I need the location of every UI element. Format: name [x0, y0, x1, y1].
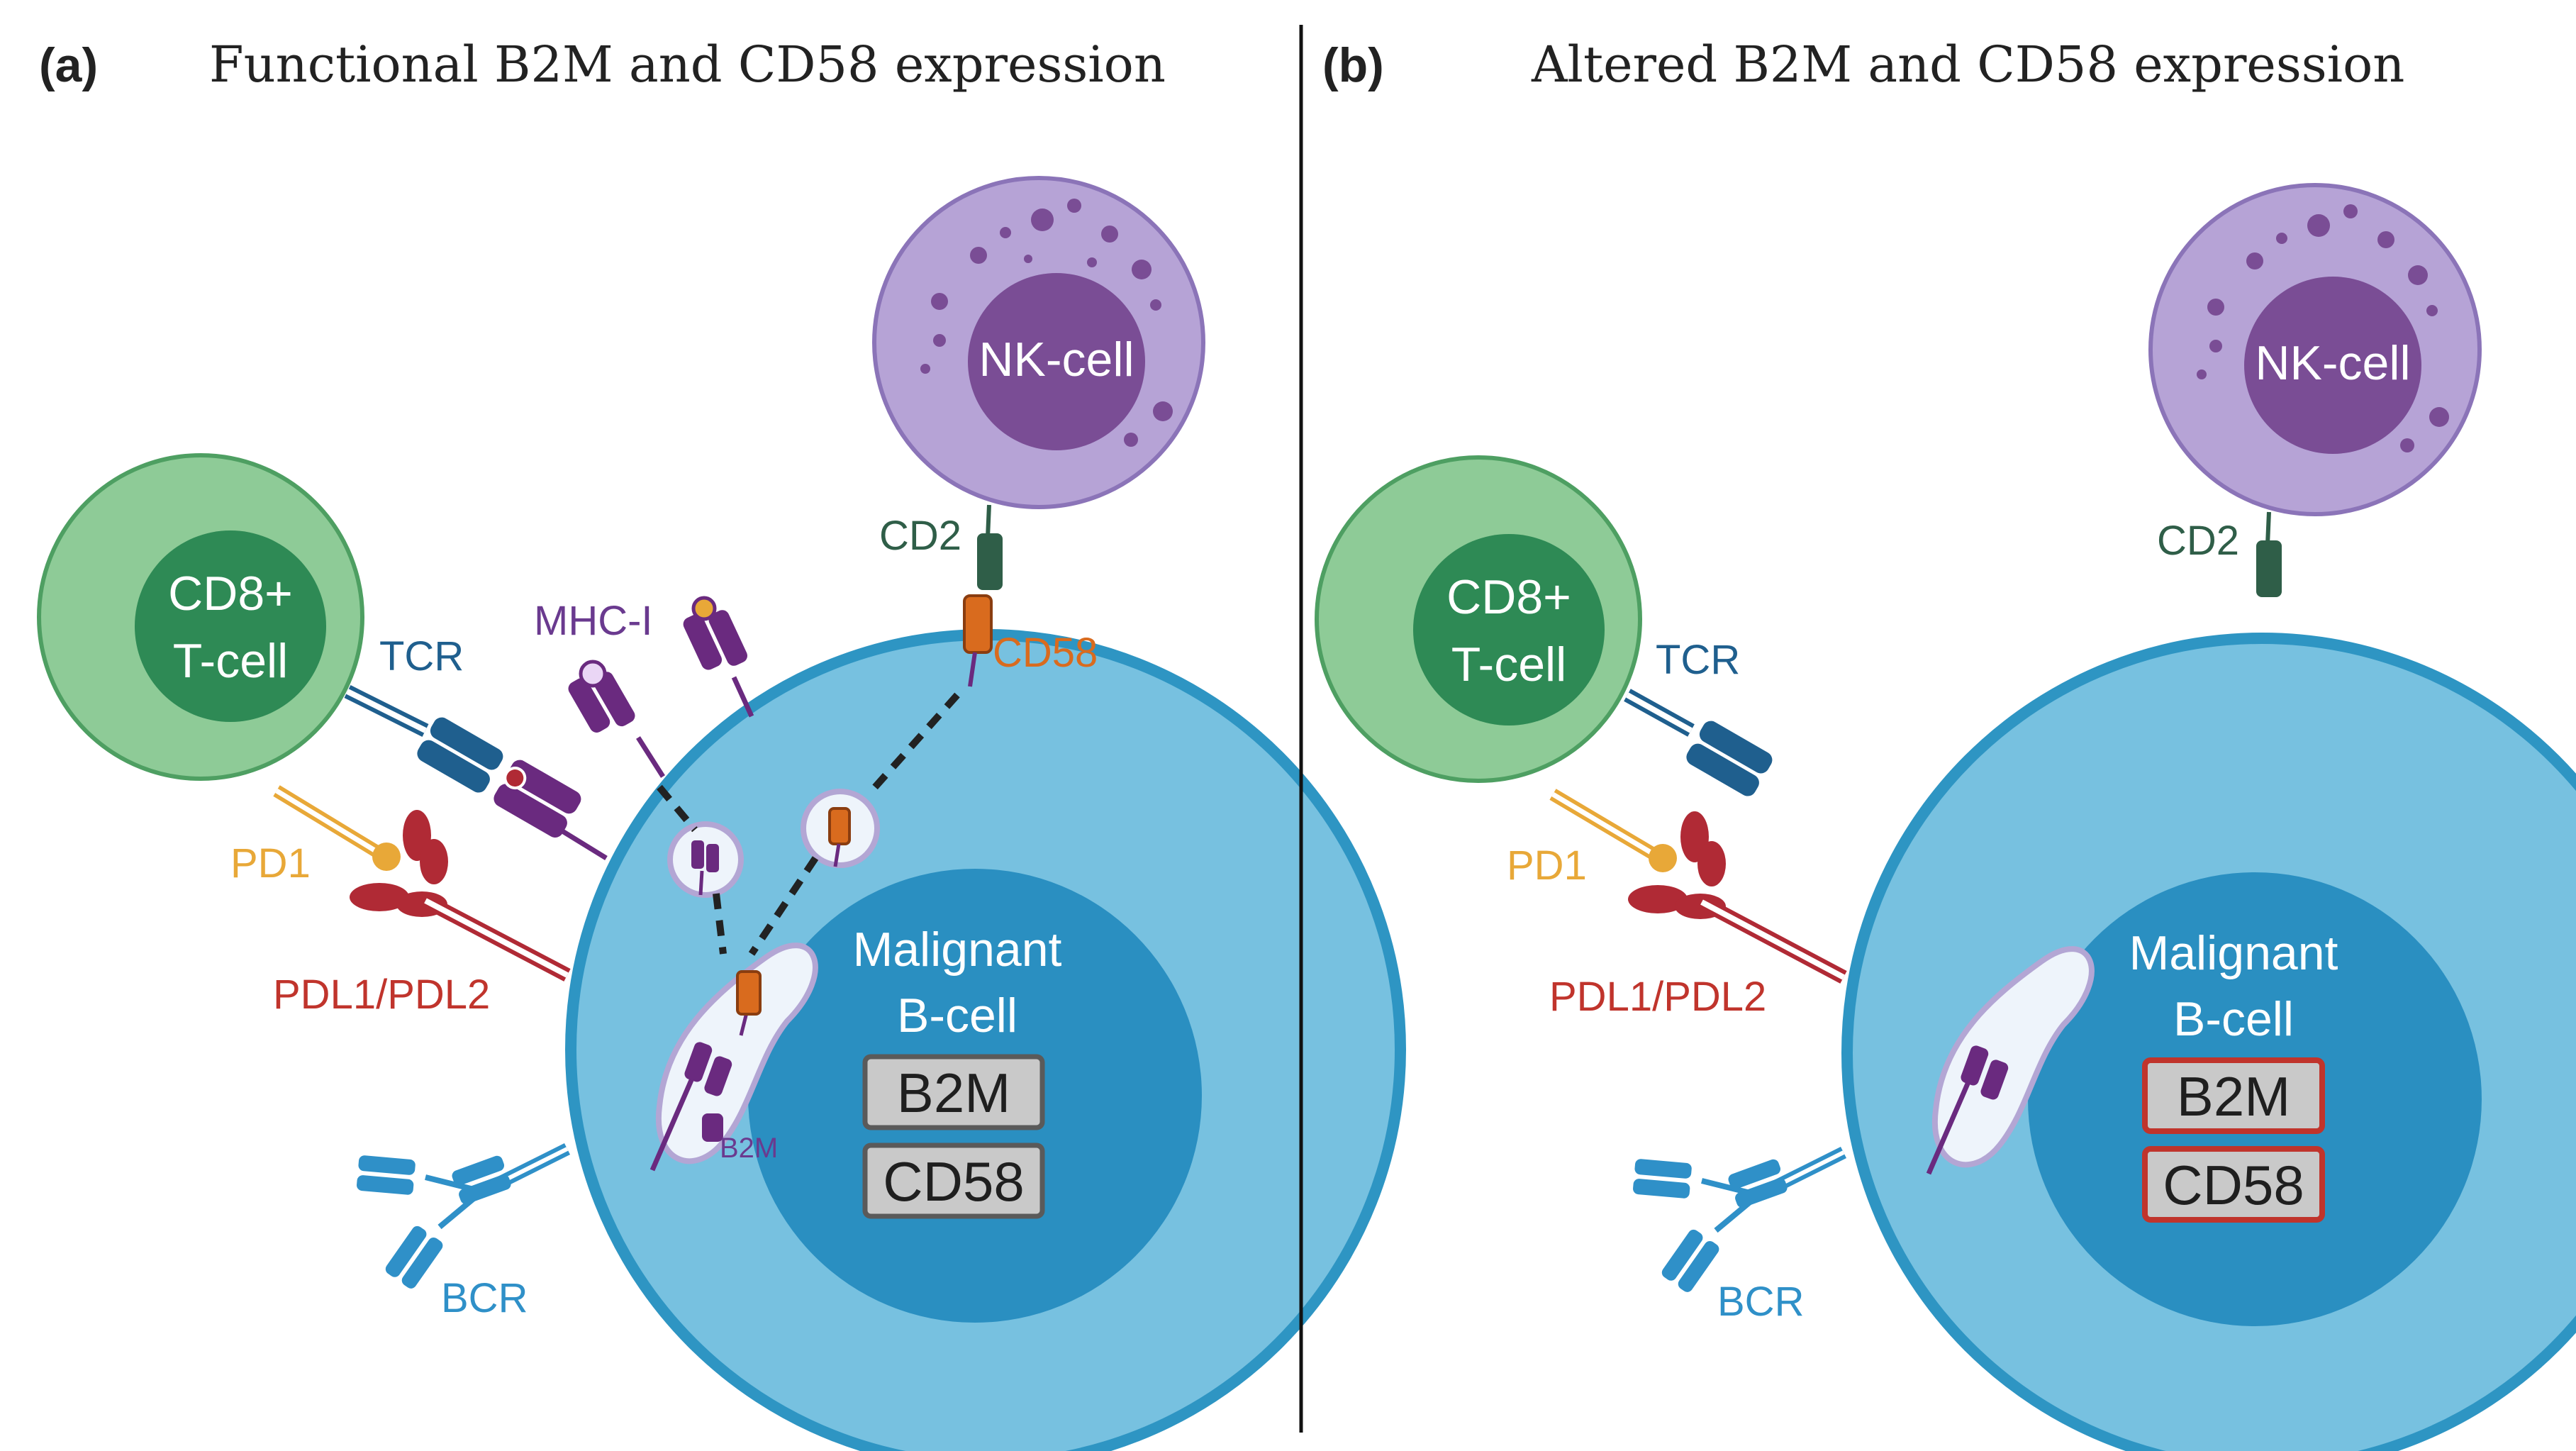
- panel-b-tcr-stalk-inner: [1626, 692, 1693, 733]
- panel-a-bcell-label-line1: Malignant: [853, 923, 1062, 977]
- panel-a-vesicle-mhc: [667, 821, 744, 898]
- panel-a-mhc-free-1: [568, 660, 665, 778]
- panel-a-vesicle-mhc-icon: [691, 840, 719, 896]
- panel-a-cd58-gene-box: [862, 1143, 1045, 1219]
- panel-a-pdl-receptor: [350, 810, 448, 917]
- panel-b-tcell-label-line1: CD8+: [1446, 570, 1571, 624]
- panel-b-cd58-gene-box: [2142, 1146, 2325, 1223]
- panel-b-tcr-receptor: [1686, 721, 1773, 796]
- panel-a-tcr-stalk-inner: [346, 689, 427, 733]
- panel-b-b2m-gene-box: [2142, 1057, 2325, 1134]
- panel-b-tcr-label: TCR: [1656, 637, 1740, 683]
- panel-a-bcell-label-line2: B-cell: [897, 989, 1017, 1043]
- panel-a-cd2-label: CD2: [879, 513, 961, 559]
- panel-a-cd58-label: CD58: [993, 630, 1098, 676]
- panel-b-cd2-stalk: [2265, 511, 2271, 545]
- panel-b-nk-label: NK-cell: [2255, 336, 2410, 390]
- panel-b-cd2-receptor: [2256, 540, 2282, 597]
- panel-a-cd2-stalk: [986, 504, 991, 538]
- panel-a-pdl-stalk-inner: [424, 898, 569, 978]
- panel-a-b2m-gene-box: [862, 1054, 1045, 1130]
- panel-a-pd1-receptor: [372, 843, 401, 871]
- panel-b-cd58-gene-label: CD58: [2163, 1154, 2304, 1216]
- panel-b-bcr-receptor: [1633, 1146, 1847, 1292]
- panel-a-letter: (a): [39, 38, 98, 92]
- panel-a-tcr-label: TCR: [379, 633, 464, 679]
- panel-a-nk-inner: [968, 273, 1145, 450]
- panel-b-er-organelle: [1931, 946, 2095, 1168]
- panel-a-cd2-receptor: [977, 533, 1003, 590]
- panel-a-b2m-label: B2M: [720, 1133, 778, 1164]
- panel-b-title: Altered B2M and CD58 expression: [1531, 35, 2404, 94]
- panel-a-mhc-bound: [494, 760, 581, 838]
- panel-b-b2m-gene-label: B2M: [2177, 1065, 2290, 1128]
- panel-a-bcr-label: BCR: [441, 1275, 528, 1321]
- panel-a-mhc-bound-stalk: [559, 828, 608, 860]
- panel-a-mhc-label: MHC-I: [534, 598, 653, 644]
- panel-b-pdl-label: PDL1/PDL2: [1549, 974, 1766, 1020]
- panel-a-cd58-gene-label: CD58: [883, 1150, 1024, 1213]
- panel-a: (a) Functional B2M and CD58 expression M…: [37, 35, 1406, 1451]
- panel-a-er-mhc-icon: [649, 1042, 732, 1172]
- panel-b-pdl-stalk-inner: [1700, 899, 1845, 980]
- panel-b-pd1-label: PD1: [1507, 843, 1587, 889]
- panel-a-bcr-receptor: [357, 1143, 571, 1289]
- panel-b-er-mhc-icon: [1926, 1045, 2009, 1175]
- panel-a-er-organelle: [655, 943, 818, 1164]
- panel-a-b2m-gene-label: B2M: [897, 1062, 1010, 1124]
- panel-a-er-cd58-icon: [736, 970, 762, 1036]
- panel-a-tcell-inner: [135, 530, 326, 722]
- panel-a-mhc-trafficking-path: [657, 784, 727, 955]
- panel-a-tcr-receptor: [417, 717, 503, 793]
- panel-a-title: Functional B2M and CD58 expression: [209, 35, 1166, 94]
- panel-b-bcr-label: BCR: [1717, 1279, 1804, 1325]
- panel-b-tcell-label-line2: T-cell: [1451, 638, 1566, 691]
- panel-a-tcell-label-line1: CD8+: [168, 567, 293, 621]
- panel-a-nk-label: NK-cell: [978, 333, 1134, 387]
- panel-a-cd58-trafficking-path: [748, 692, 960, 956]
- panel-a-pd1-label: PD1: [230, 840, 311, 886]
- panel-b-pd1-receptor: [1649, 844, 1677, 872]
- panel-b-bcell-label-line1: Malignant: [2129, 926, 2338, 980]
- panel-b-cd2-label: CD2: [2157, 518, 2239, 564]
- panel-a-mhc-free-2: [683, 596, 754, 718]
- panel-a-vesicle-cd58-icon: [828, 807, 851, 867]
- panel-b: (b) Altered B2M and CD58 expression Mali…: [1315, 35, 2576, 1451]
- panel-a-pdl-label: PDL1/PDL2: [273, 972, 490, 1018]
- panel-b-nk-granules: [2197, 204, 2449, 452]
- panel-b-nk-inner: [2244, 277, 2421, 454]
- panel-a-cd58-stalk: [968, 652, 977, 687]
- panel-a-nk-granules: [920, 199, 1173, 447]
- panel-b-tcell-inner: [1413, 534, 1605, 726]
- panel-a-tcell-label-line2: T-cell: [173, 634, 288, 688]
- panel-b-bcell-label-line2: B-cell: [2173, 992, 2294, 1046]
- panel-a-cd58-receptor: [963, 594, 993, 654]
- panel-a-pd1-stalk-inner: [275, 789, 377, 853]
- panel-b-letter: (b): [1322, 38, 1384, 92]
- panel-b-pd1-stalk-inner: [1551, 791, 1654, 856]
